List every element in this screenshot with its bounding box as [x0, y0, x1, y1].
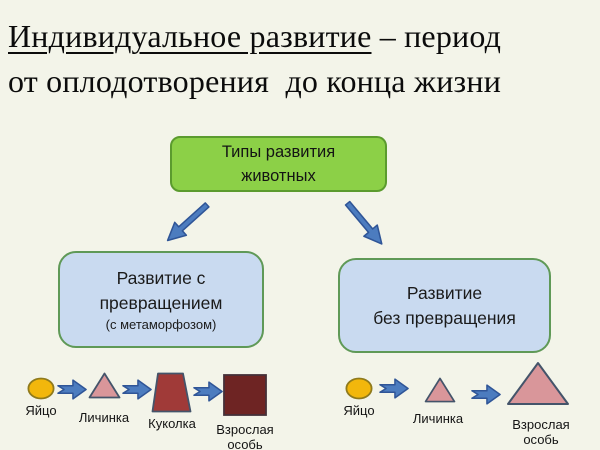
root-box-types-of-development: Типы развития животных: [170, 136, 387, 192]
branch-arrow-right-icon: [334, 198, 396, 250]
adult-square-icon: [223, 374, 267, 416]
box-development-without-metamorphosis: Развитие без превращения: [338, 258, 551, 353]
right-box-line1: Развитие: [406, 282, 483, 303]
box-development-with-metamorphosis: Развитие с превращением (с метаморфозом): [58, 251, 264, 348]
branch-arrow-left-icon: [156, 197, 218, 249]
stage-label-larva: Личинка: [412, 411, 464, 426]
flow-arrow-icon: [379, 377, 409, 400]
larva-triangle-icon: [424, 377, 456, 403]
title-suffix: – период: [371, 18, 502, 54]
stage-label-larva: Личинка: [78, 410, 130, 425]
root-box-line1: Типы развития: [221, 143, 336, 161]
adult-triangle-icon: [506, 361, 570, 406]
stage-label-adult: Взрослая особь: [512, 417, 570, 447]
flow-arrow-icon: [57, 378, 87, 401]
larva-triangle-icon: [88, 372, 121, 399]
flow-arrow-icon: [122, 378, 152, 401]
left-box-line1: Развитие с: [116, 268, 206, 288]
stage-label-egg: Яйцо: [343, 403, 375, 418]
slide-title: Индивидуальное развитие – период от опло…: [8, 14, 596, 104]
flow-arrow-icon: [471, 383, 501, 406]
left-box-note: (с метаморфозом): [105, 317, 217, 332]
egg-ellipse-icon: [345, 377, 373, 400]
stage-label-adult: Взрослая особь: [216, 422, 274, 450]
pupa-trapezoid-icon: [151, 372, 192, 413]
right-box-line2: без превращения: [373, 307, 516, 328]
title-underlined-part: Индивидуальное развитие: [8, 18, 372, 54]
stage-label-egg: Яйцо: [25, 403, 57, 418]
title-line2: от оплодотворения до конца жизни: [8, 63, 502, 99]
flow-arrow-icon: [193, 380, 223, 403]
stage-label-pupa: Куколка: [148, 416, 196, 431]
left-box-line2: превращением: [99, 293, 223, 313]
egg-ellipse-icon: [27, 377, 55, 400]
root-box-line2: животных: [241, 167, 316, 185]
